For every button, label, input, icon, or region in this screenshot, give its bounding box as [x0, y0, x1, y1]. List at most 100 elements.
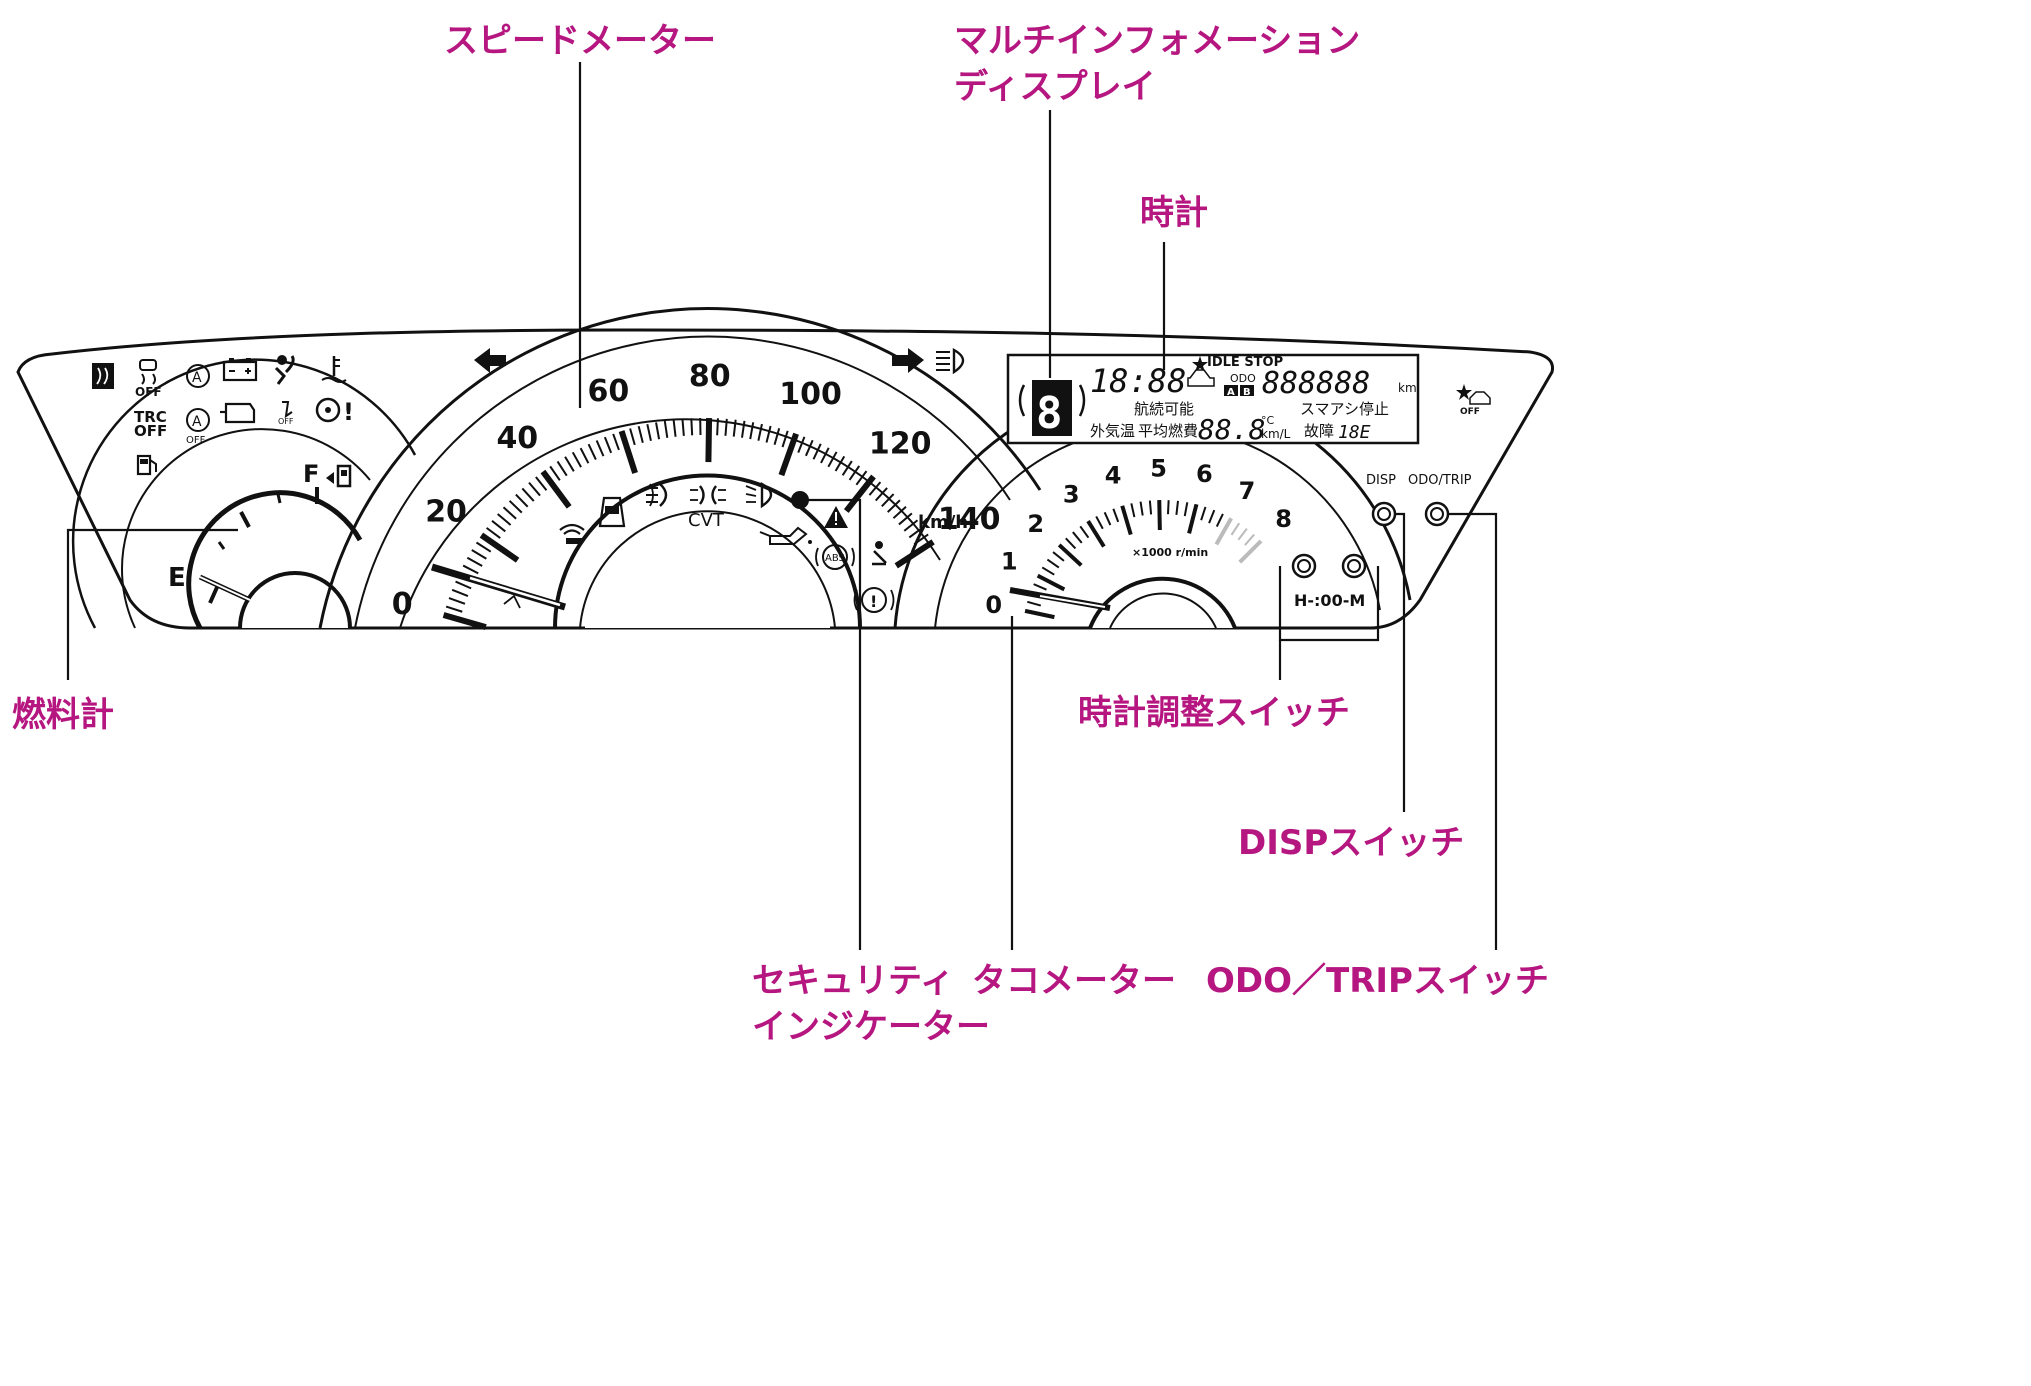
speed-tick-65 [892, 506, 907, 519]
speed-tick-36 [672, 419, 677, 437]
fuel-tick-e [208, 584, 220, 604]
fuel-tick-half [239, 511, 251, 528]
auto-leveling-icon [745, 481, 773, 509]
trip-b-box [1240, 385, 1254, 396]
cvt-label: CVT [688, 510, 725, 531]
speed-tick-49 [781, 430, 789, 448]
speed-tick-38 [690, 418, 694, 436]
tacho-tick-6 [1046, 558, 1060, 569]
speed-tick-14 [502, 506, 517, 520]
tacho-tick-20 [1157, 499, 1162, 531]
speed-tick-7 [466, 556, 483, 567]
speed-label-40: 40 [496, 421, 538, 456]
speed-tick-61 [868, 481, 882, 496]
trc-off-label-2: OFF [134, 422, 167, 440]
speed-tick-3 [451, 588, 469, 597]
disp-switch[interactable] [1371, 501, 1397, 527]
speed-tick-10 [479, 532, 520, 563]
smart-assist-off-icon: OFF [1456, 384, 1491, 417]
speed-tick-22 [556, 460, 568, 477]
door-open-icon [598, 496, 626, 528]
outside-temp-label: 外気温 [1090, 422, 1135, 440]
tacho-tick-0 [1024, 608, 1055, 620]
speed-tick-52 [805, 439, 814, 457]
tacho-label-0: 0 [985, 591, 1002, 619]
speed-label-20: 20 [425, 494, 467, 529]
tacho-label-4: 4 [1105, 462, 1122, 490]
clock-minute-switch[interactable] [1341, 553, 1367, 579]
trip-a-box [1224, 385, 1238, 396]
tacho-tick-7 [1052, 551, 1065, 562]
callout-odo-trip-switch: ODO／TRIPスイッチ [1206, 961, 1549, 1001]
lane-assist-off-icon: OFF [278, 401, 294, 426]
front-fog-icon [646, 483, 668, 507]
speed-tick-50 [778, 432, 799, 477]
oil-pressure-icon [759, 526, 812, 545]
tacho-tick-9 [1065, 537, 1077, 550]
svg-text:A: A [192, 370, 202, 386]
speed-tick-29 [612, 433, 620, 451]
tacho-tick-15 [1112, 508, 1120, 523]
tacho-tick-25 [1200, 506, 1207, 521]
speed-tick-9 [475, 541, 492, 553]
vsc-off-icon: OFF [135, 359, 162, 399]
trc-off-label: TRC [134, 408, 167, 426]
speed-tick-70 [894, 539, 935, 569]
tacho-label-3: 3 [1063, 481, 1080, 509]
fault-label: 故障 [1304, 422, 1334, 440]
instrument-cluster-diagram: E F OFF A [12, 21, 1555, 1047]
tacho-tick-28 [1214, 517, 1233, 546]
odo-trip-switch[interactable] [1424, 501, 1450, 527]
multi-info-display: 8 18:88 IDLE STOP ODO A B 888888 km 航続可能… [1006, 353, 1420, 446]
speed-label-80: 80 [689, 359, 731, 394]
callout-clock: 時計 [1140, 193, 1208, 233]
battery-icon [222, 358, 258, 382]
slip-indicator-icon [92, 363, 114, 389]
tacho-tick-24 [1187, 503, 1199, 534]
speed-tick-59 [855, 470, 868, 486]
svg-text:!: ! [870, 592, 877, 611]
tacho-label-1: 1 [1001, 548, 1018, 576]
tacho-tick-5 [1041, 566, 1055, 576]
callout-speedometer: スピードメーター [444, 21, 716, 61]
fuel-tick-3 [276, 493, 282, 504]
turn-right-icon [892, 348, 924, 373]
tacho-tick-8 [1057, 543, 1083, 567]
callout-security-line1: セキュリティ [752, 961, 954, 1001]
speed-tick-13 [496, 513, 512, 526]
callout-security-line2: インジケーター [752, 1007, 990, 1047]
fuel-gauge: E F [71, 358, 417, 630]
svg-text:A: A [192, 414, 202, 430]
vsc-off-label: OFF [135, 385, 162, 399]
avg-fuel-label: 平均燃費 [1138, 422, 1198, 440]
clock-hour-switch[interactable] [1291, 553, 1317, 579]
speed-tick-35 [663, 420, 669, 438]
wiper-icon [503, 594, 521, 609]
speed-label-100: 100 [779, 377, 842, 412]
check-engine-icon [220, 402, 256, 424]
fuel-f-label: F [303, 460, 319, 488]
speed-tick-32 [637, 425, 644, 443]
speed-tick-58 [848, 465, 861, 481]
tacho-tick-22 [1175, 500, 1179, 515]
speed-tick-46 [757, 423, 763, 441]
tacho-tick-30 [1237, 528, 1248, 541]
tacho-tick-32 [1238, 539, 1263, 564]
auto-hold-icon: A [186, 364, 210, 388]
temp-unit: °C [1261, 414, 1275, 427]
fuel-unit: km/L [1261, 427, 1291, 441]
speed-tick-51 [797, 436, 806, 454]
master-warning-icon [824, 506, 848, 528]
speed-tick-45 [749, 422, 755, 440]
svg-text:OFF: OFF [1460, 407, 1480, 417]
tacho-label-2: 2 [1027, 510, 1044, 538]
fault-code: 18E [1338, 422, 1371, 443]
tacho-label-5: 5 [1150, 455, 1167, 483]
callout-multi-info-line1: マルチインフォメーション [954, 21, 1360, 61]
speed-tick-56 [834, 455, 846, 472]
odometer-unit: km [1398, 381, 1417, 395]
